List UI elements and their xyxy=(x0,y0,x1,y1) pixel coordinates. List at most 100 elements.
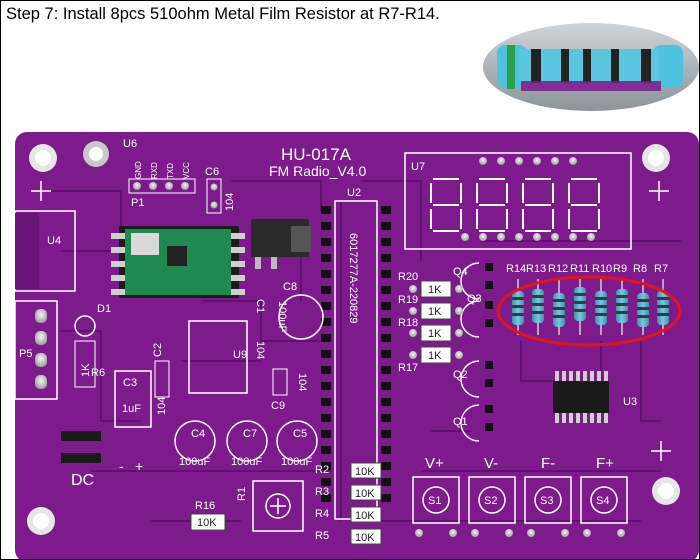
svg-text:F+: F+ xyxy=(596,455,614,472)
label-u9: U9 xyxy=(233,349,247,361)
svg-text:100uF: 100uF xyxy=(281,456,312,468)
label-p5: P5 xyxy=(19,348,32,360)
svg-text:10K: 10K xyxy=(355,488,375,500)
svg-text:104: 104 xyxy=(156,397,168,415)
voltage-regulator xyxy=(251,219,311,269)
button-labels: V+ V- F- F+ xyxy=(425,455,614,472)
svg-text:S3: S3 xyxy=(540,495,553,507)
svg-text:C4: C4 xyxy=(191,428,205,440)
label-c6: C6 xyxy=(205,166,219,178)
highlight-ellipse xyxy=(496,275,682,347)
label-c1: C1 xyxy=(254,299,266,313)
svg-text:RXD: RXD xyxy=(150,162,159,179)
svg-text:R9: R9 xyxy=(613,263,627,275)
resistors-r7-r14 xyxy=(512,279,669,335)
svg-text:104: 104 xyxy=(224,193,236,211)
svg-text:GND: GND xyxy=(134,161,143,179)
svg-text:100uF: 100uF xyxy=(276,301,288,332)
svg-text:R12: R12 xyxy=(548,263,568,275)
svg-text:R5: R5 xyxy=(315,530,329,542)
svg-text:R8: R8 xyxy=(633,263,647,275)
svg-text:S1: S1 xyxy=(428,495,441,507)
label-c3: C3 xyxy=(123,377,137,389)
svg-text:C5: C5 xyxy=(293,428,307,440)
svg-text:1uF: 1uF xyxy=(122,403,141,415)
svg-text:V-: V- xyxy=(484,455,498,472)
u2-pins xyxy=(321,206,391,502)
label-c8: C8 xyxy=(283,281,297,293)
u3-chip xyxy=(553,371,609,423)
svg-text:10K: 10K xyxy=(197,517,217,529)
svg-text:DC: DC xyxy=(71,472,94,489)
pcb-traces xyxy=(41,180,681,522)
resistors-r17-r20: R20 R19 R18 R17 1K 1K 1K 1K xyxy=(398,271,463,374)
svg-text:1K: 1K xyxy=(428,306,442,318)
step-caption: Step 7: Install 8pcs 510ohm Metal Film R… xyxy=(6,5,440,23)
label-q4: Q4 xyxy=(453,266,468,278)
fiducial-marks xyxy=(31,181,671,461)
label-r1: R1 xyxy=(236,487,248,501)
svg-text:R7: R7 xyxy=(654,263,668,275)
svg-text:R19: R19 xyxy=(398,294,418,306)
mount-holes xyxy=(27,141,680,535)
board-title: HU-017A xyxy=(281,145,352,164)
svg-text:R11: R11 xyxy=(570,263,589,275)
display-pads xyxy=(461,157,595,241)
label-u4: U4 xyxy=(47,235,61,247)
svg-text:R18: R18 xyxy=(398,317,418,329)
transistor-outlines xyxy=(460,262,480,442)
board-subtitle: FM Radio_V4.0 xyxy=(269,163,366,179)
seven-segment-outline xyxy=(430,178,600,232)
svg-text:1K: 1K xyxy=(428,284,442,296)
svg-text:R13: R13 xyxy=(526,263,546,275)
svg-text:100uF: 100uF xyxy=(231,456,262,468)
label-u2: U2 xyxy=(347,187,361,199)
svg-text:10K: 10K xyxy=(355,532,375,544)
label-c2: C2 xyxy=(152,343,164,357)
svg-text:1K: 1K xyxy=(428,328,442,340)
svg-text:C7: C7 xyxy=(243,428,257,440)
svg-text:1K: 1K xyxy=(428,350,442,362)
svg-text:+: + xyxy=(135,458,143,474)
svg-text:10K: 10K xyxy=(355,466,375,478)
svg-text:104: 104 xyxy=(254,341,266,359)
label-p1: P1 xyxy=(131,197,144,209)
label-u6: U6 xyxy=(123,138,137,150)
svg-text:-: - xyxy=(119,458,124,474)
switch-footprints xyxy=(412,476,628,524)
svg-text:R4: R4 xyxy=(315,508,329,520)
header-pin-labels: GND RXD TXD VCC xyxy=(134,161,191,179)
svg-text:1K: 1K xyxy=(80,363,92,377)
label-d1: D1 xyxy=(97,303,111,315)
resistor-row-labels: R14 R13 R12 R11 R10 R9 R8 R7 xyxy=(506,263,668,275)
label-u3: U3 xyxy=(623,396,637,408)
resistors-r2-r5: R2 R3 R4 R5 10K 10K 10K 10K xyxy=(315,462,382,545)
label-r16: R16 xyxy=(195,500,215,512)
svg-text:F-: F- xyxy=(541,455,555,472)
svg-text:V+: V+ xyxy=(425,455,444,472)
svg-text:10K: 10K xyxy=(355,510,375,522)
svg-text:VCC: VCC xyxy=(182,162,191,179)
label-q2: Q2 xyxy=(453,369,468,381)
svg-text:R20: R20 xyxy=(398,271,418,283)
svg-text:104: 104 xyxy=(296,373,308,391)
svg-text:S2: S2 xyxy=(484,495,497,507)
svg-text:R3: R3 xyxy=(315,486,329,498)
dc-jack: DC - + xyxy=(61,431,143,489)
electrolytic-caps: C4 C7 C5 100uF 100uF 100uF xyxy=(174,420,318,468)
label-r6: R6 xyxy=(91,367,105,379)
svg-text:R17: R17 xyxy=(398,362,418,374)
resistor-zoom-inset xyxy=(483,23,699,111)
svg-text:R14: R14 xyxy=(506,263,526,275)
label-c9: C9 xyxy=(271,400,285,412)
svg-text:TXD: TXD xyxy=(166,163,175,179)
svg-text:R2: R2 xyxy=(315,464,329,476)
svg-text:S4: S4 xyxy=(596,495,609,507)
svg-text:100uF: 100uF xyxy=(179,456,210,468)
svg-text:R10: R10 xyxy=(592,263,612,275)
label-u7: U7 xyxy=(411,161,425,173)
chip-marking: 6017277A-220829 xyxy=(347,233,359,324)
fm-radio-module xyxy=(111,226,245,298)
